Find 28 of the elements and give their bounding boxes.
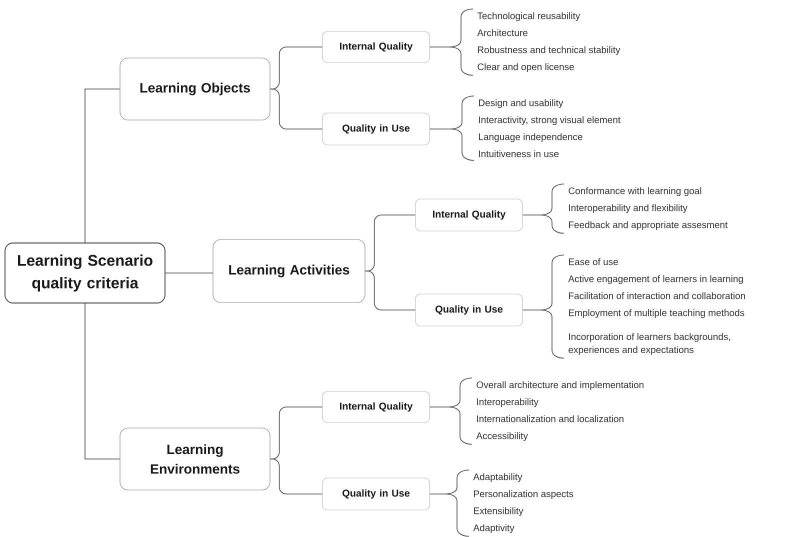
root-box: Learning Scenario quality criteria bbox=[4, 242, 166, 304]
criteria-list: Overall architecture and implementation Interoperability Internationalization and localization Accessibility bbox=[476, 381, 644, 442]
brace-connector bbox=[429, 8, 474, 76]
quality-box: Internal Quality bbox=[322, 31, 430, 63]
brace-connector bbox=[429, 96, 474, 161]
connector bbox=[270, 458, 323, 494]
brace-connector bbox=[429, 378, 472, 445]
brace-connector bbox=[522, 254, 564, 359]
quality-box: Quality in Use bbox=[415, 294, 523, 326]
connector bbox=[165, 272, 214, 274]
brace-connector bbox=[429, 470, 470, 537]
brace-connector bbox=[522, 184, 564, 234]
criteria-list: Ease of use Active engagement of learners in learning Facilitation of interaction and collaboration Employment of multiple teaching methods Incorporation of learners backgrounds, experiences and expectations bbox=[568, 258, 745, 355]
criteria-list: Adaptability Personalization aspects Extensibility Adaptivity bbox=[473, 473, 574, 534]
quality-box: Internal Quality bbox=[322, 391, 430, 423]
category-box: Learning Objects bbox=[120, 58, 270, 120]
criteria-list: Technological reusability Architecture Robustness and technical stability Clear and open license bbox=[477, 12, 620, 72]
connector bbox=[364, 270, 416, 310]
category-box: Learning Environments bbox=[120, 428, 270, 490]
quality-box: Internal Quality bbox=[415, 198, 523, 232]
connector bbox=[270, 88, 323, 130]
connector bbox=[84, 88, 120, 243]
category-box: Learning Activities bbox=[212, 239, 366, 303]
quality-box: Quality in Use bbox=[322, 478, 430, 510]
connector bbox=[84, 303, 120, 460]
quality-box: Quality in Use bbox=[322, 112, 430, 146]
criteria-list: Conformance with learning goal Interoperability and flexibility Feedback and appropriate assesment bbox=[568, 187, 728, 230]
criteria-list: Design and usability Interactivity, strong visual element Language independence Intuitiveness in use bbox=[479, 99, 620, 158]
